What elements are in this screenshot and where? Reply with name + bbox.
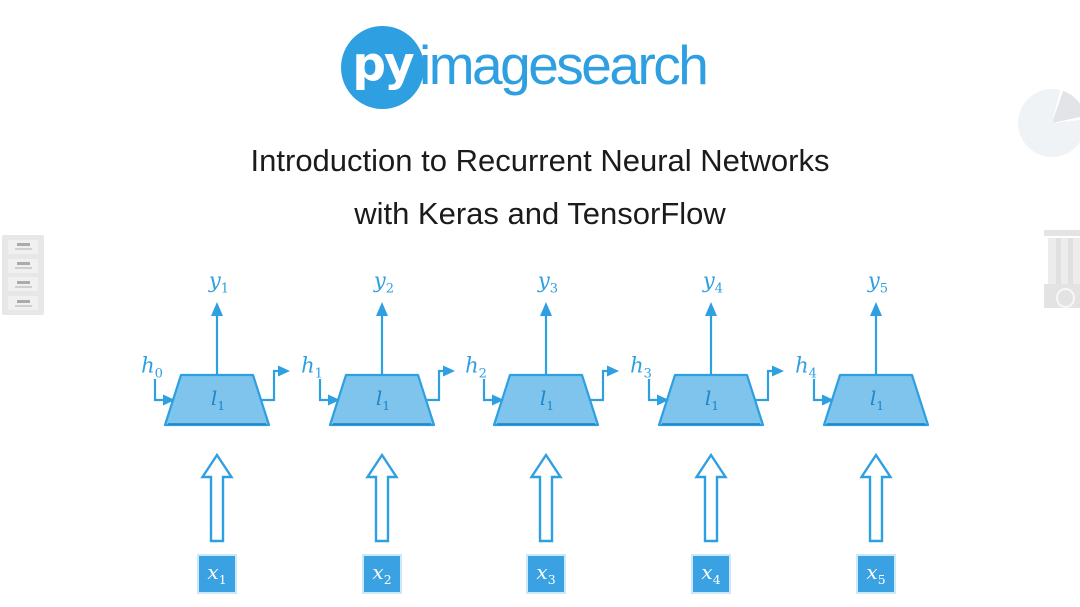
slide-thumbnail-icon xyxy=(8,296,38,311)
output-label-y3: y3 xyxy=(537,268,559,297)
output-label-y1: y1 xyxy=(208,268,230,297)
input-box-x5: x5 xyxy=(856,554,896,594)
slide-title: Introduction to Recurrent Neural Network… xyxy=(0,134,1080,240)
slide-thumbnail-icon xyxy=(8,239,38,254)
input-box-x4: x4 xyxy=(691,554,731,594)
slide-thumbnails-panel-icon xyxy=(2,235,44,315)
input-box-x1: x1 xyxy=(197,554,237,594)
hidden-label-h4: h4 xyxy=(795,353,817,382)
hidden-link-3-4 xyxy=(588,364,621,402)
slide-thumbnail-icon xyxy=(8,277,38,292)
rnn-cell-1 xyxy=(153,300,271,543)
hidden-label-h1: h1 xyxy=(301,353,323,382)
input-label-x1: x1 xyxy=(207,559,227,587)
hidden-link-2-3 xyxy=(424,364,457,402)
layer-label-2: l1 xyxy=(375,385,391,413)
rnn-cell-3 xyxy=(482,300,600,543)
pie-chart-watermark-icon xyxy=(1018,89,1080,157)
input-label-x3: x3 xyxy=(536,559,556,587)
output-label-y5: y5 xyxy=(867,268,889,297)
output-label-y2: y2 xyxy=(373,268,395,297)
hidden-link-4-5 xyxy=(753,364,786,402)
rnn-cell-2 xyxy=(318,300,436,543)
layer-label-4: l1 xyxy=(704,385,720,413)
badge-watermark-icon xyxy=(1044,230,1080,310)
pyimagesearch-logo: py imagesearch xyxy=(341,26,709,110)
hidden-label-h3: h3 xyxy=(630,353,652,382)
output-label-y4: y4 xyxy=(702,268,724,297)
input-label-x4: x4 xyxy=(701,559,721,587)
input-label-x5: x5 xyxy=(866,559,886,587)
slide-thumbnail-icon xyxy=(8,258,38,273)
input-label-x2: x2 xyxy=(372,559,392,587)
rnn-cell-4 xyxy=(647,300,765,543)
logo-wordmark: imagesearch xyxy=(419,34,709,96)
input-box-x3: x3 xyxy=(526,554,566,594)
rnn-cell-5 xyxy=(812,300,930,543)
title-line-2: with Keras and TensorFlow xyxy=(354,196,726,231)
logo-monogram: py xyxy=(352,37,414,92)
hidden-label-h2: h2 xyxy=(465,353,487,382)
hidden-label-h0: h0 xyxy=(141,353,163,382)
logo-py-circle-icon: py xyxy=(341,26,424,109)
hidden-link-1-2 xyxy=(259,364,292,402)
title-line-1: Introduction to Recurrent Neural Network… xyxy=(250,143,830,178)
layer-label-5: l1 xyxy=(869,385,885,413)
layer-label-3: l1 xyxy=(539,385,555,413)
input-box-x2: x2 xyxy=(362,554,402,594)
layer-label-1: l1 xyxy=(210,385,226,413)
